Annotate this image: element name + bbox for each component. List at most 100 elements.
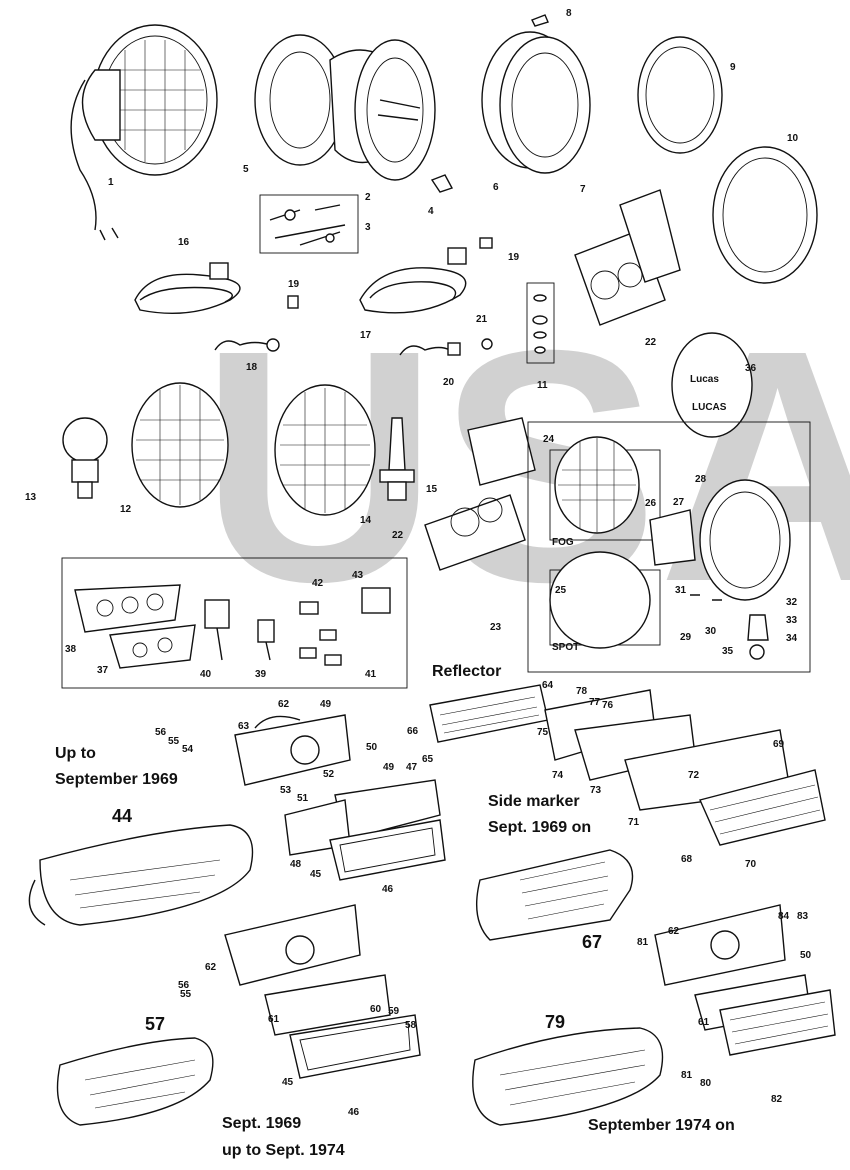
callout-53: 53 — [280, 785, 292, 796]
callout-36: 36 — [745, 363, 757, 374]
callout-71: 71 — [628, 817, 640, 828]
callout-11: 11 — [537, 380, 548, 391]
callout-56b: 56 — [178, 980, 190, 991]
callout-84: 84 — [778, 911, 790, 922]
callout-25: 25 — [555, 585, 567, 596]
callout-26: 26 — [645, 498, 657, 509]
callout-8: 8 — [566, 8, 572, 19]
bulb-21 — [481, 338, 493, 350]
callout-29: 29 — [680, 632, 692, 643]
callout-21: 21 — [476, 314, 488, 325]
callout-43: 43 — [352, 570, 364, 581]
halogen-bulb-15 — [379, 417, 415, 501]
fog-label: FOG — [552, 537, 574, 548]
fixing-kit-11 — [526, 282, 555, 364]
adjuster-screws-3 — [259, 194, 359, 254]
callout-49b: 49 — [383, 762, 395, 773]
callout-50b: 50 — [800, 950, 812, 961]
callout-4: 4 — [428, 206, 434, 217]
callout-55b: 55 — [180, 989, 192, 1000]
callout-22a: 22 — [645, 337, 657, 348]
callout-60: 60 — [370, 1004, 382, 1015]
callout-58: 58 — [405, 1020, 417, 1031]
lucas-cover-36: Lucas LUCAS — [671, 332, 753, 438]
callout-40: 40 — [200, 669, 212, 680]
callout-42: 42 — [312, 578, 324, 589]
callout-30: 30 — [705, 626, 717, 637]
callout-69: 69 — [773, 739, 785, 750]
pilot-lead-20 — [399, 342, 461, 356]
callout-64: 64 — [542, 680, 554, 691]
pilot-lead-18 — [214, 338, 280, 352]
lamp-assembly-57-group — [56, 904, 421, 1126]
callout-28: 28 — [695, 474, 707, 485]
callout-44: 44 — [112, 806, 132, 826]
callout-31: 31 — [675, 585, 687, 596]
callout-45a: 45 — [310, 869, 322, 880]
spot-label: SPOT — [552, 642, 579, 653]
side-marker-lamp-67 — [475, 849, 634, 941]
side-marker-date-caption: Sept. 1969 on — [488, 819, 591, 836]
callout-38: 38 — [65, 644, 77, 655]
lucas-text: LUCAS — [692, 402, 727, 413]
callout-19b: 19 — [508, 252, 520, 263]
reflector-64 — [429, 684, 549, 743]
side-marker-caption: Side marker — [488, 793, 580, 810]
callout-55a: 55 — [168, 736, 180, 747]
lucas-logo-text: Lucas — [690, 374, 719, 385]
side-marker-plates — [544, 689, 826, 846]
screw-8 — [531, 14, 549, 27]
callout-76: 76 — [602, 700, 614, 711]
callout-78: 78 — [576, 686, 588, 697]
callout-35: 35 — [722, 646, 734, 657]
callout-61a: 61 — [268, 1014, 280, 1025]
callout-45b: 45 — [282, 1077, 294, 1088]
callout-46b: 46 — [348, 1107, 360, 1118]
callout-75: 75 — [537, 727, 549, 738]
callout-67: 67 — [582, 932, 602, 952]
bulb-13 — [62, 417, 108, 499]
headlamp-trim-ring-10 — [712, 146, 818, 284]
callout-57: 57 — [145, 1014, 165, 1034]
callout-47: 47 — [406, 762, 418, 773]
callout-65: 65 — [422, 754, 434, 765]
callout-52: 52 — [323, 769, 335, 780]
sealed-beam-12 — [131, 382, 229, 508]
callout-34: 34 — [786, 633, 798, 644]
callout-33: 33 — [786, 615, 798, 626]
callout-1: 1 — [108, 177, 114, 188]
callout-24: 24 — [543, 434, 555, 445]
callout-80: 80 — [700, 1078, 712, 1089]
callout-56a: 56 — [155, 727, 167, 738]
callout-17: 17 — [360, 330, 372, 341]
callout-37: 37 — [97, 665, 109, 676]
callout-70: 70 — [745, 859, 757, 870]
callout-74: 74 — [552, 770, 564, 781]
lamp-body-49-top — [234, 714, 351, 786]
callout-54: 54 — [182, 744, 194, 755]
callout-62c: 62 — [668, 926, 680, 937]
callout-18: 18 — [246, 362, 258, 373]
callout-62a: 62 — [278, 699, 290, 710]
callout-2: 2 — [365, 192, 371, 203]
callout-68: 68 — [681, 854, 693, 865]
part-callouts: 1 2 3 4 5 6 7 8 9 10 11 12 13 14 15 16 1… — [25, 8, 812, 1118]
sept74-caption: September 1974 on — [588, 1117, 735, 1134]
sept69-range-caption: up to Sept. 1974 — [222, 1142, 345, 1159]
switch-bracket-kit — [61, 557, 408, 689]
callout-10: 10 — [787, 133, 799, 144]
headlamp-shell-6-7 — [481, 31, 591, 174]
callout-66: 66 — [407, 726, 419, 737]
bulb-kit-box-22-bottom — [424, 417, 536, 571]
callout-73: 73 — [590, 785, 602, 796]
callout-3: 3 — [365, 222, 371, 233]
headlamp-trim-ring-9 — [637, 36, 723, 154]
callout-72: 72 — [688, 770, 700, 781]
callout-63: 63 — [238, 721, 250, 732]
callout-51: 51 — [297, 793, 309, 804]
callout-12: 12 — [120, 504, 132, 515]
callout-62b: 62 — [205, 962, 217, 973]
callout-22b: 22 — [392, 530, 404, 541]
reflector-caption: Reflector — [432, 663, 501, 680]
